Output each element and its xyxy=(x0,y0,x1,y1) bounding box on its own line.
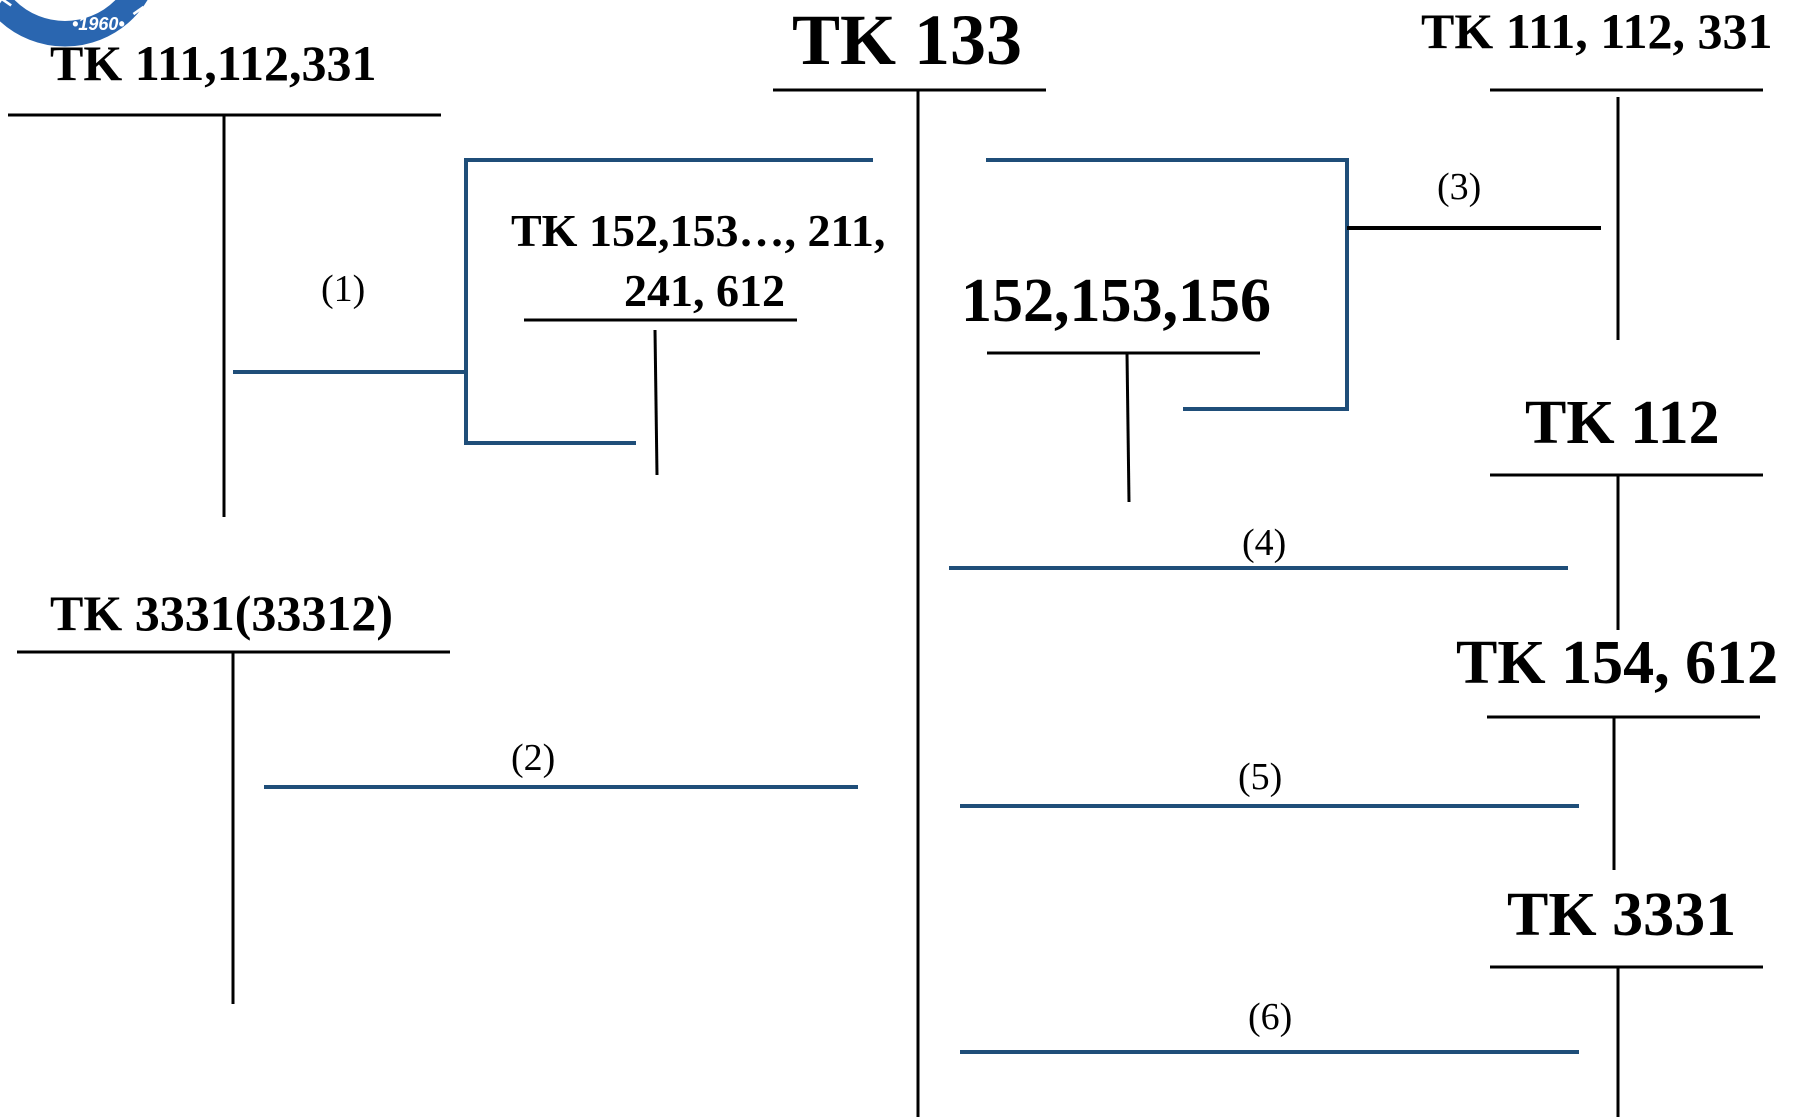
account-title-left-top: TK 111,112,331 xyxy=(50,35,377,91)
account-title-mid-right: 152,153,156 xyxy=(961,267,1271,335)
flow-1-bracket xyxy=(464,158,873,445)
account-title-left-bottom: TK 3331(33312) xyxy=(50,585,394,641)
flow-label-6: (6) xyxy=(1248,996,1293,1038)
flow-label-3: (3) xyxy=(1437,166,1482,208)
svg-text:•1960•: •1960• xyxy=(72,14,125,34)
flow-3-bracket xyxy=(986,158,1349,411)
account-title-mid-left-line1: TK 152,153…, 211, xyxy=(511,205,886,256)
university-seal-icon: •1960• TR I xyxy=(0,0,152,50)
flow-label-2: (2) xyxy=(511,737,556,779)
account-title-right-3: TK 154, 612 xyxy=(1456,629,1779,697)
flow-label-5: (5) xyxy=(1238,756,1283,798)
t-account-mid-left-stem xyxy=(653,329,659,476)
account-title-right-4: TK 3331 xyxy=(1507,881,1737,949)
flow-label-4: (4) xyxy=(1242,522,1287,564)
flow-label-1: (1) xyxy=(321,268,366,310)
account-title-mid-left-line2: 241, 612 xyxy=(624,265,785,316)
t-account-mid-right-stem xyxy=(1125,352,1131,503)
account-title-right-1: TK 111, 112, 331 xyxy=(1421,3,1773,59)
account-title-right-2: TK 112 xyxy=(1525,389,1720,457)
account-title-center: TK 133 xyxy=(792,0,1023,80)
